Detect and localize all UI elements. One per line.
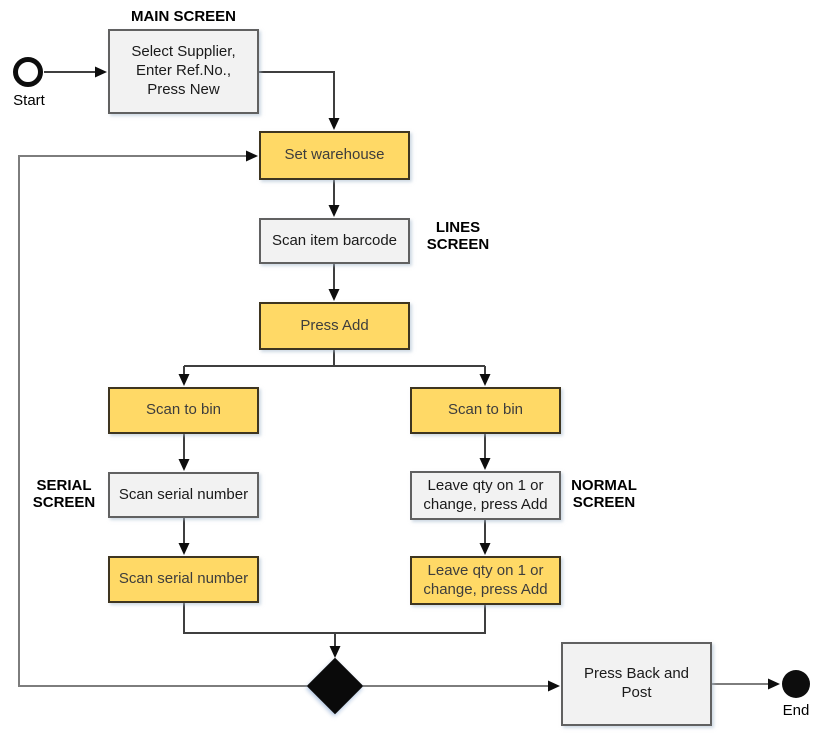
- screen-label-serial: SERIAL SCREEN: [32, 477, 96, 512]
- end-terminal: [782, 670, 810, 698]
- arrowhead: [479, 374, 491, 386]
- screen-label-main: MAIN SCREEN: [130, 8, 236, 25]
- screen-label-lines: LINES SCREEN: [426, 219, 490, 254]
- connector-loop-back-to-set-warehouse: [18, 155, 307, 687]
- connector-press-add-split: [183, 350, 486, 376]
- arrowhead: [479, 543, 491, 555]
- step-serial-scan-to-bin: Scan to bin: [108, 387, 259, 434]
- start-terminal: [13, 57, 43, 87]
- step-press-back-post: Press Back and Post: [561, 642, 712, 726]
- arrowhead: [178, 374, 190, 386]
- step-normal-leave-qty-2: Leave qty on 1 or change, press Add: [410, 556, 561, 605]
- arrowhead: [328, 205, 340, 217]
- connector-main-entry-to-set-warehouse: [259, 71, 335, 120]
- arrowhead: [95, 66, 107, 78]
- arrowhead: [548, 680, 560, 692]
- step-serial-scan-serial-1: Scan serial number: [108, 472, 259, 518]
- arrowhead: [328, 118, 340, 130]
- arrowhead: [479, 458, 491, 470]
- arrowhead: [178, 459, 190, 471]
- step-main-entry: Select Supplier, Enter Ref.No., Press Ne…: [108, 29, 259, 114]
- step-press-add: Press Add: [259, 302, 410, 350]
- step-normal-scan-to-bin: Scan to bin: [410, 387, 561, 434]
- arrowhead: [178, 543, 190, 555]
- end-label: End: [782, 702, 810, 719]
- arrowhead: [329, 646, 341, 658]
- arrowhead: [246, 150, 258, 162]
- step-scan-item-barcode: Scan item barcode: [259, 218, 410, 264]
- step-serial-scan-serial-2: Scan serial number: [108, 556, 259, 603]
- step-normal-leave-qty-1: Leave qty on 1 or change, press Add: [410, 471, 561, 520]
- start-label: Start: [13, 92, 45, 109]
- step-set-warehouse: Set warehouse: [259, 131, 410, 180]
- connector-branches-merge: [183, 603, 486, 634]
- arrowhead: [328, 289, 340, 301]
- screen-label-normal: NORMAL SCREEN: [571, 477, 637, 512]
- arrowhead: [768, 678, 780, 690]
